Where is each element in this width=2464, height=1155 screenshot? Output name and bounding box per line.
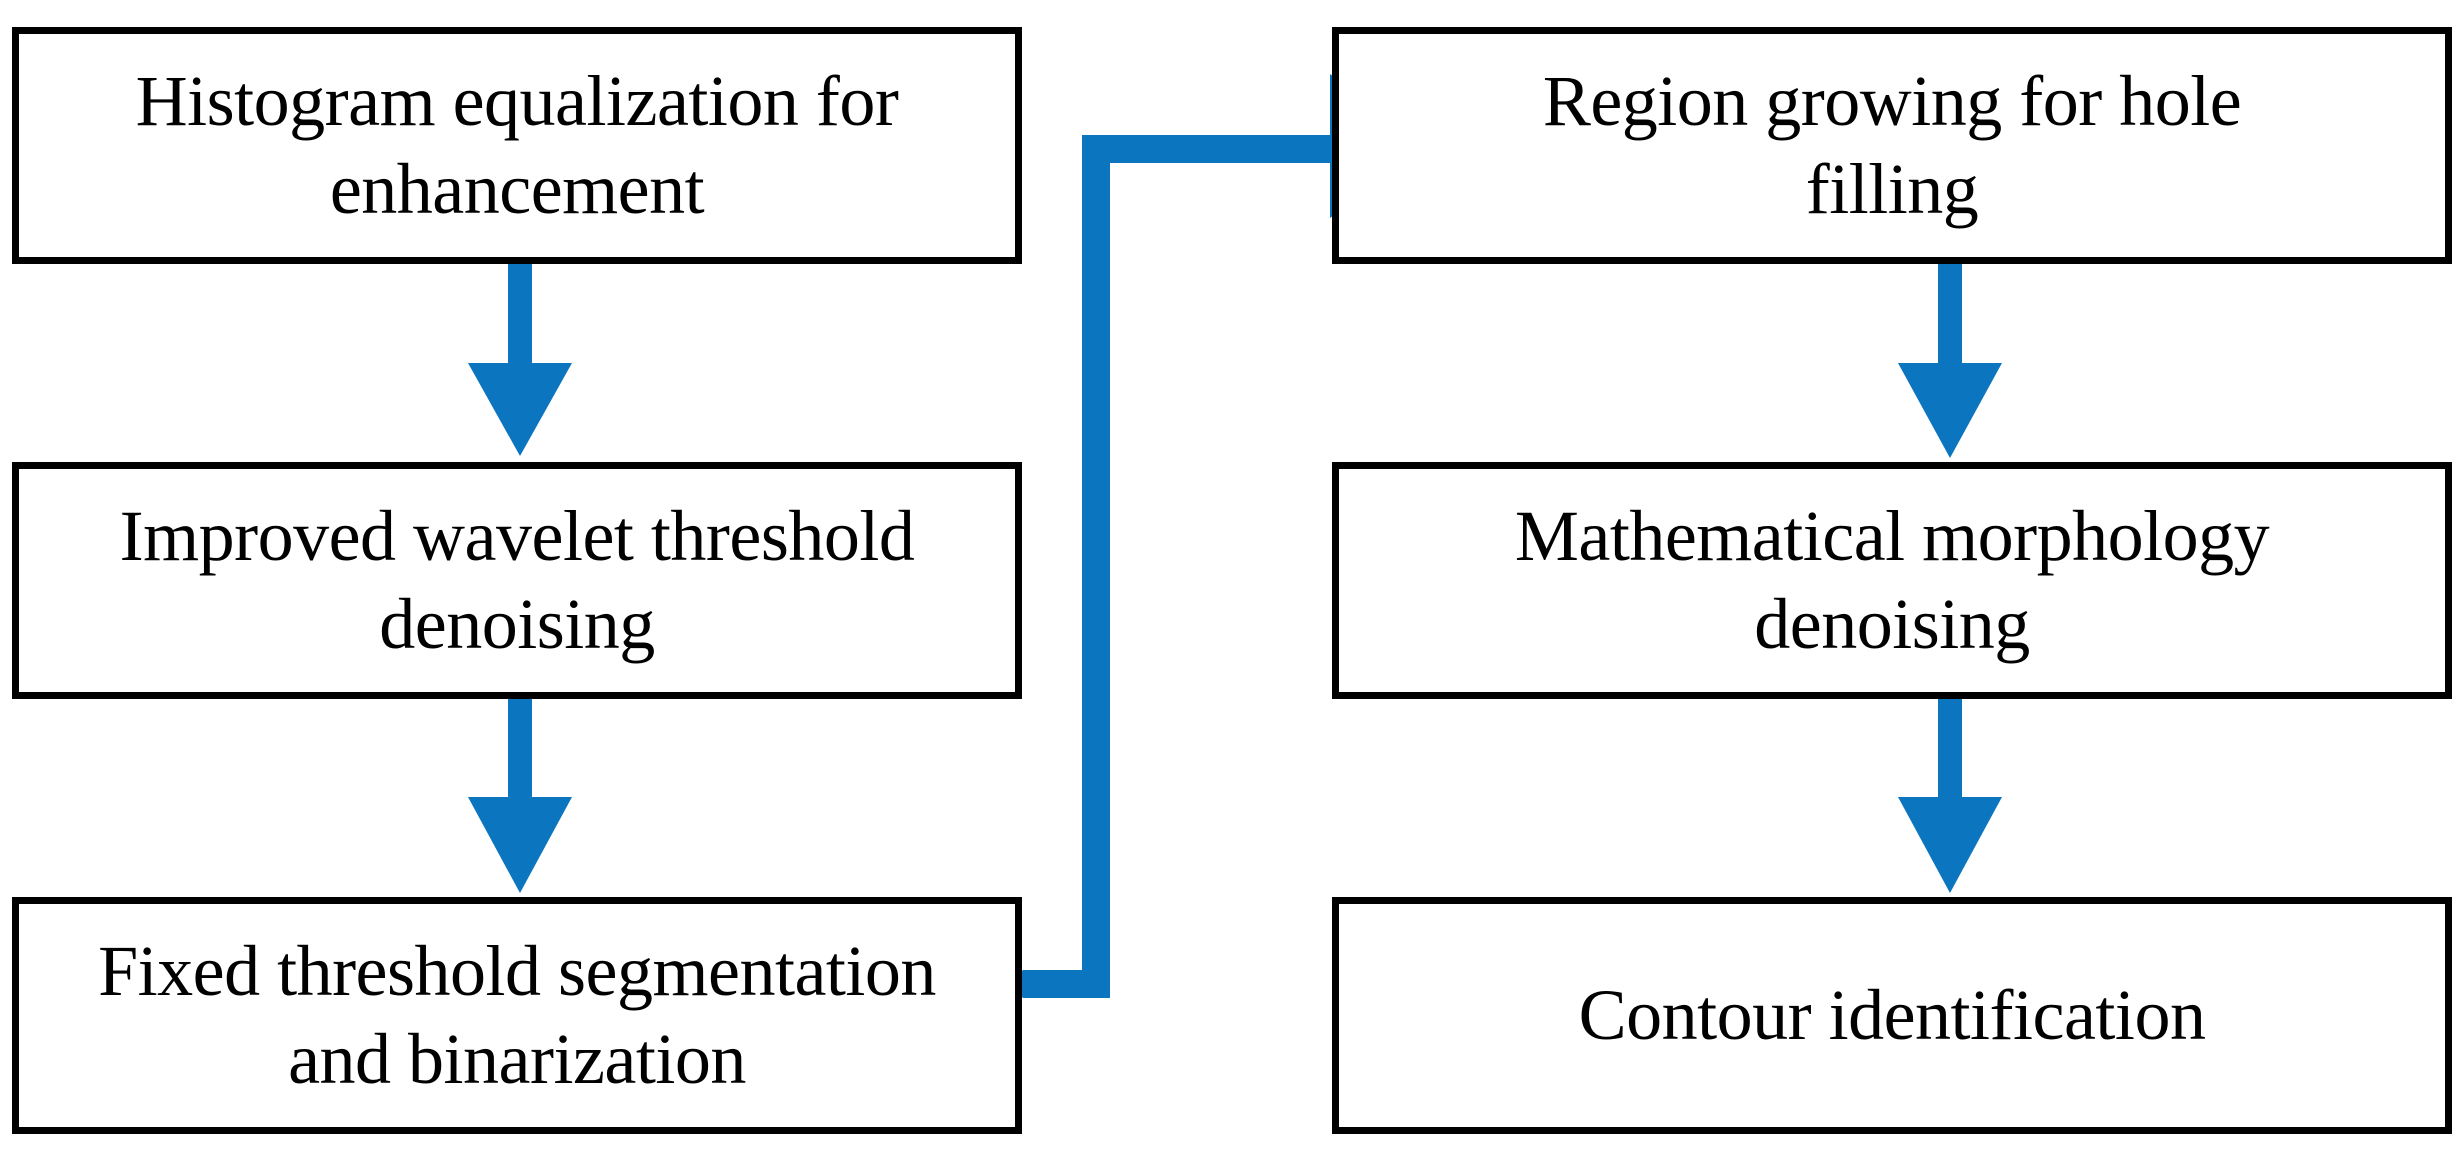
edge-morphology-to-contour	[1898, 684, 2002, 893]
edge-histogram-to-wavelet	[468, 248, 572, 456]
edge-region-growing-to-morphology	[1898, 250, 2002, 458]
node-histogram-equalization[interactable]: Histogram equalization for enhancement	[12, 27, 1022, 264]
node-histogram-equalization-label: Histogram equalization for enhancement	[135, 60, 899, 229]
node-wavelet-denoising-label: Improved wavelet threshold denoising	[119, 495, 915, 664]
node-fixed-threshold-segmentation-label: Fixed threshold segmentation and binariz…	[98, 930, 936, 1099]
node-region-growing[interactable]: Region growing for hole filling	[1332, 27, 2452, 264]
edge-wavelet-to-threshold	[468, 684, 572, 893]
node-region-growing-label: Region growing for hole filling	[1542, 60, 2242, 229]
node-morphology-denoising[interactable]: Mathematical morphology denoising	[1332, 462, 2452, 699]
node-contour-identification-label: Contour identification	[1578, 974, 2206, 1055]
node-wavelet-denoising[interactable]: Improved wavelet threshold denoising	[12, 462, 1022, 699]
node-morphology-denoising-label: Mathematical morphology denoising	[1514, 495, 2270, 664]
node-contour-identification[interactable]: Contour identification	[1332, 897, 2452, 1134]
node-fixed-threshold-segmentation[interactable]: Fixed threshold segmentation and binariz…	[12, 897, 1022, 1134]
